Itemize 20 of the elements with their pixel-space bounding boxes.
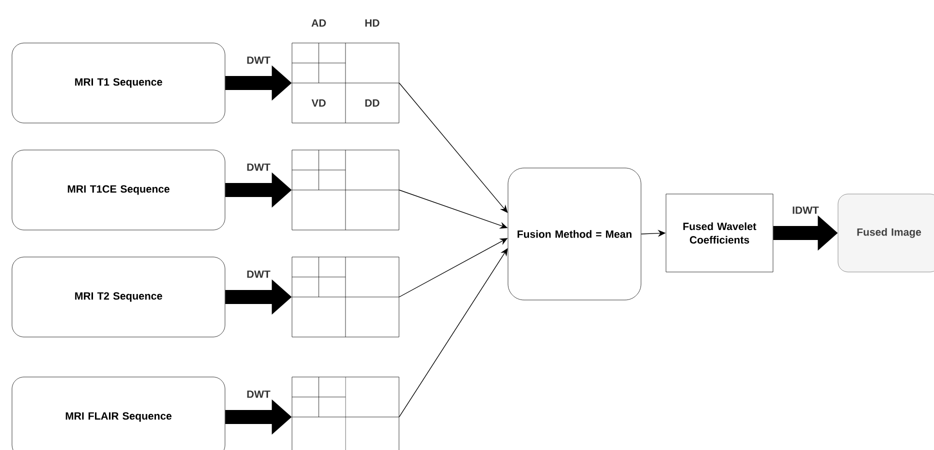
- sequence-box: MRI T1 Sequence: [12, 42, 226, 124]
- node-label: AD: [311, 19, 326, 27]
- wavelet-grid: [292, 376, 400, 450]
- wavelet-grid: AD HD VD DD: [292, 19, 400, 124]
- edge-label: DWT: [246, 162, 272, 172]
- fusion-box: Fusion Method = Mean: [508, 168, 642, 300]
- output-box: Fused Image: [838, 194, 934, 272]
- wavelet-grid: [292, 150, 400, 230]
- arrow: [398, 248, 508, 418]
- edge-label: DWT: [246, 270, 272, 279]
- edge-label: DWT: [246, 56, 272, 65]
- wavelet-grid: [292, 256, 400, 338]
- arrow: [398, 82, 508, 213]
- edge-label: DWT: [246, 390, 272, 399]
- sequence-box: MRI FLAIR Sequence: [12, 376, 226, 450]
- sequence-box: MRI T2 Sequence: [12, 256, 226, 338]
- sequence-box: MRI T1CE Sequence: [12, 150, 226, 230]
- edge-label: IDWT: [791, 206, 820, 215]
- process-box: Fused Wavelet Coefficients: [666, 194, 774, 272]
- node-label: HD: [365, 19, 380, 27]
